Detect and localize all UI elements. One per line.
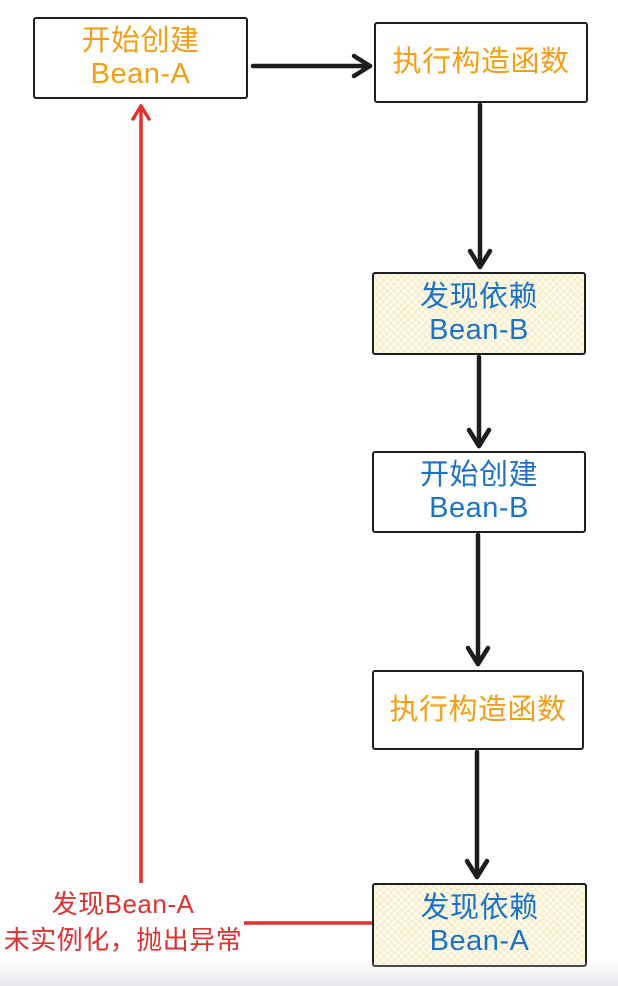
node-run-constructor-bean-a: 执行构造函数 (374, 22, 588, 103)
node-label-line: 执行构造函数 (392, 46, 570, 78)
node-label-line: Bean-B (429, 492, 529, 524)
node-start-create-bean-a: 开始创建 Bean-A (33, 17, 248, 99)
node-label-line: Bean-A (429, 925, 530, 957)
node-discover-dependency-bean-b: 发现依赖 Bean-B (372, 272, 586, 355)
node-label-line: Bean-A (90, 58, 191, 90)
error-annotation-line: 发现Bean-A (51, 889, 195, 919)
error-annotation: 发现Bean-A 未实例化，抛出异常 (2, 883, 244, 962)
node-run-constructor-bean-b: 执行构造函数 (372, 670, 584, 750)
node-label-line: 开始创建 (419, 459, 538, 491)
node-start-create-bean-b: 开始创建 Bean-B (372, 451, 586, 533)
node-label-line: Bean-B (429, 313, 529, 346)
node-label-line: 开始创建 (81, 25, 200, 57)
node-label-line: 发现依赖 (420, 892, 539, 924)
node-discover-dependency-bean-a: 发现依赖 Bean-A (372, 883, 587, 967)
error-annotation-line: 未实例化，抛出异常 (3, 925, 243, 955)
node-label-line: 执行构造函数 (389, 693, 567, 726)
node-label-line: 发现依赖 (419, 280, 538, 313)
arrow-error-loop-to-bean-a (131, 104, 373, 925)
